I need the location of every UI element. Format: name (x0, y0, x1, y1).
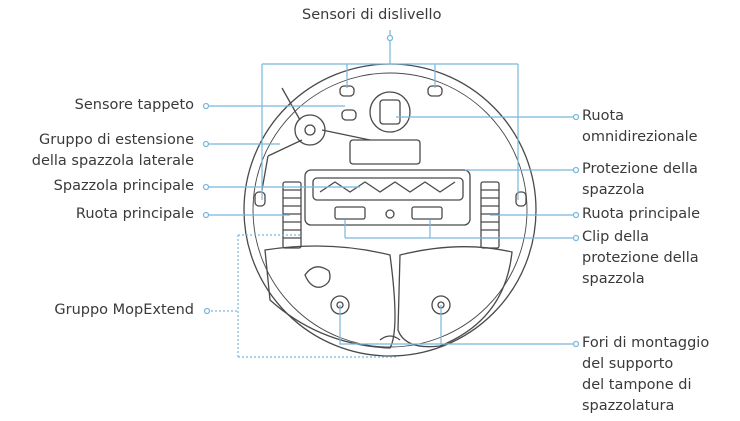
leader-mount-holes (339, 305, 575, 345)
label-cliff-sensors: Sensori di dislivello (302, 7, 442, 23)
leader-mopextend (207, 234, 398, 358)
cliff-sensor-right-side (515, 191, 527, 207)
mop-module (264, 245, 513, 349)
left-main-wheel (282, 181, 302, 249)
carpet-sensor-pad (341, 109, 357, 121)
label-mop-mount-holes: Fori di montaggio del supporto del tampo… (582, 335, 710, 414)
label-main-brush: Spazzola principale (53, 178, 194, 194)
label-brush-guard: Protezione della spazzola (582, 161, 698, 198)
label-main-wheel-right: Ruota principale (582, 206, 701, 222)
omni-wheel (369, 91, 411, 133)
label-carpet-sensor: Sensore tappeto (74, 97, 194, 113)
side-brush (261, 87, 371, 191)
label-main-wheel-left: Ruota principale (75, 206, 194, 222)
leader-clip (344, 220, 575, 239)
label-side-brush-extension: Gruppo di estensione della spazzola late… (31, 132, 194, 169)
label-omni-wheel: Ruota omnidirezionale (582, 108, 698, 145)
leader-cliff-sensors (261, 30, 519, 200)
label-brush-guard-clip: Clip della protezione della spazzola (582, 229, 699, 287)
dust-outlet (349, 139, 421, 165)
main-brush-housing (304, 169, 471, 226)
cliff-sensor-left-side (254, 191, 266, 207)
label-mopextend: Gruppo MopExtend (54, 302, 194, 318)
